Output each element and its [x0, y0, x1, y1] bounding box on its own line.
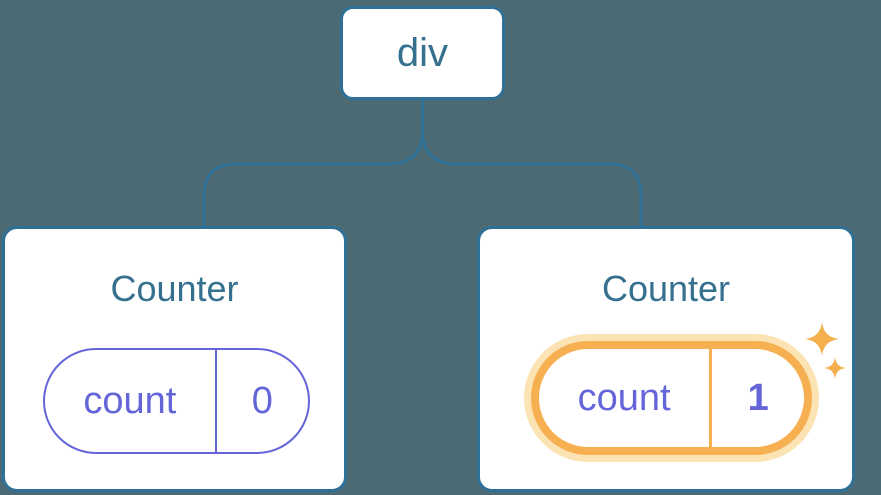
counter-card-left: Counter count 0	[2, 226, 347, 492]
state-key-label: count	[577, 376, 671, 419]
sparkle-large	[805, 322, 839, 356]
counter-card-right: Counter count 1	[477, 226, 855, 492]
sparkle-small	[824, 357, 846, 379]
state-key-label: count	[83, 379, 177, 422]
connector-right-branch	[421, 98, 643, 229]
state-value: 0	[214, 350, 308, 452]
component-title: Counter	[110, 268, 239, 309]
connector-left-branch	[202, 98, 424, 229]
root-node-div: div	[340, 6, 505, 100]
component-title: Counter	[601, 268, 731, 309]
state-pill-highlighted: count 1	[531, 341, 812, 455]
state-value: 1	[709, 349, 804, 447]
state-pill: count 0	[43, 348, 310, 454]
sparkles-icon	[805, 322, 846, 379]
root-node-label: div	[396, 30, 449, 75]
